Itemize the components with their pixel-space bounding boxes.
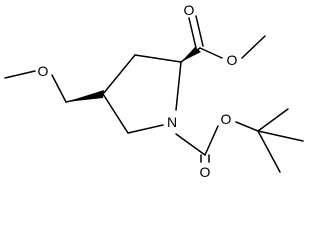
atom-ether-oxygen: O — [38, 63, 49, 79]
bond-ester-o-methyl — [241, 35, 266, 59]
bond-tbu-methyl-1 — [257, 108, 289, 132]
bond-methyl-ether-o — [4, 70, 36, 79]
bond-n-boc-c — [175, 133, 206, 156]
bond-ether-o-ch2 — [51, 74, 67, 103]
bond-c3-c2 — [134, 54, 182, 63]
bond-c2-n — [175, 61, 182, 111]
bond-ester-c-o — [199, 47, 223, 59]
bond-c4-c3 — [102, 54, 136, 95]
bond-tbu-methyl-2 — [257, 130, 304, 142]
wedge-bond-c4 — [66, 90, 104, 102]
bond-ester-c-o-double-b — [195, 15, 204, 47]
atom-boc-carbonyl-oxygen: O — [200, 164, 211, 180]
molecule-structure: O N O O O O — [4, 2, 304, 180]
bond-c5-c4 — [102, 93, 129, 134]
bond-tbu-methyl-3 — [257, 130, 281, 173]
atom-ester-carbonyl-oxygen: O — [184, 2, 195, 18]
bond-c2-ester-c — [180, 47, 201, 63]
bond-boc-c-o — [204, 125, 219, 156]
atom-boc-oxygen: O — [221, 111, 232, 127]
bond-boc-o-tbu-c — [235, 121, 259, 132]
bond-n-c5 — [127, 124, 164, 134]
atom-ester-oxygen: O — [227, 52, 238, 68]
atom-ring-nitrogen: N — [167, 114, 177, 130]
bond-ester-c-o-double-a — [188, 17, 197, 49]
